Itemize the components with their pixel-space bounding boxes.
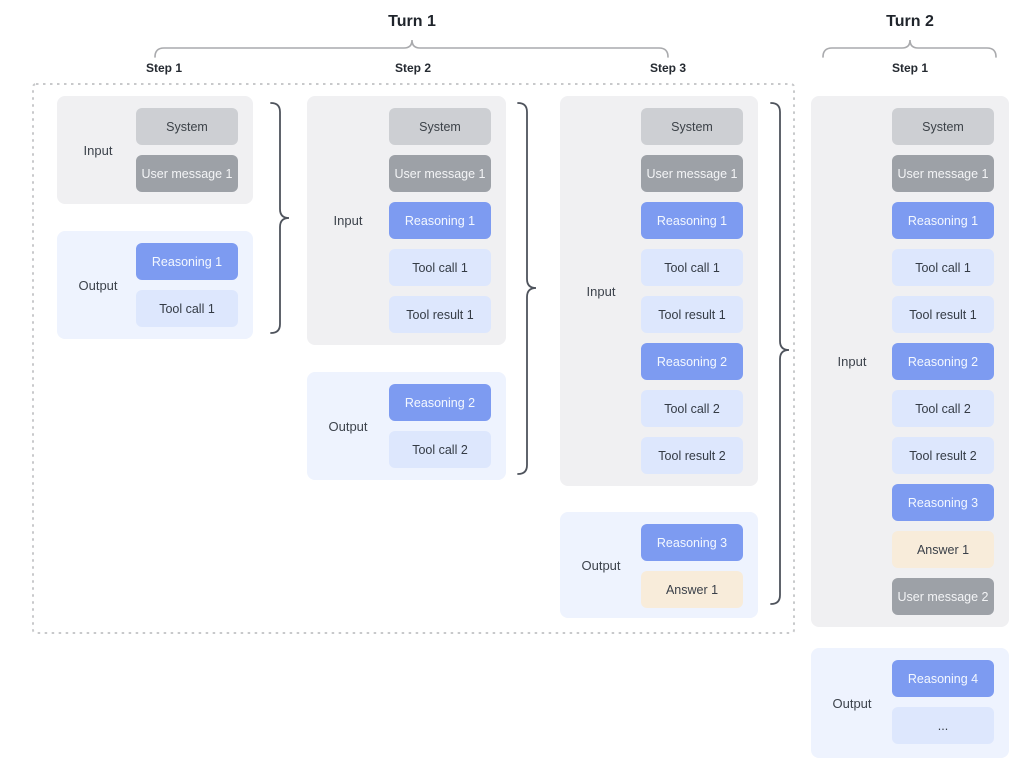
box-answer-1: Answer 1 <box>641 571 743 608</box>
turn1-step1-label: Step 1 <box>145 61 183 75</box>
box-tool-call-2: Tool call 2 <box>641 390 743 427</box>
box-tool-result-2: Tool result 2 <box>641 437 743 474</box>
box-tool-result-1: Tool result 1 <box>389 296 491 333</box>
input-label: Input <box>333 213 363 228</box>
box-tool-result-1: Tool result 1 <box>641 296 743 333</box>
turn1-step3-label: Step 3 <box>649 61 687 75</box>
box-tool-call-1: Tool call 1 <box>136 290 238 327</box>
turn2-title: Turn 2 <box>886 13 934 30</box>
input-box-list: System User message 1 <box>136 108 238 192</box>
output-label: Output <box>78 277 118 293</box>
box-user-message-1: User message 1 <box>389 155 491 192</box>
output-box-list: Reasoning 2 Tool call 2 <box>389 384 491 468</box>
input-label: Input <box>837 354 867 369</box>
box-system: System <box>641 108 743 145</box>
box-answer-1: Answer 1 <box>892 531 994 568</box>
turn2-top-brace <box>822 39 997 58</box>
box-tool-call-1: Tool call 1 <box>892 249 994 286</box>
step2-to-step3-brace <box>517 102 537 475</box>
box-user-message-1: User message 1 <box>136 155 238 192</box>
box-ellipsis: ... <box>892 707 994 744</box>
box-reasoning-1: Reasoning 1 <box>389 202 491 239</box>
input-box-list: System User message 1 Reasoning 1 Tool c… <box>892 108 994 615</box>
output-label: Output <box>581 557 621 573</box>
turn1-step2-output-panel: Output Reasoning 2 Tool call 2 <box>307 372 506 480</box>
box-reasoning-1: Reasoning 1 <box>641 202 743 239</box>
box-reasoning-2: Reasoning 2 <box>641 343 743 380</box>
turn1-step1-output-panel: Output Reasoning 1 Tool call 1 <box>57 231 253 339</box>
box-reasoning-3: Reasoning 3 <box>892 484 994 521</box>
box-reasoning-3: Reasoning 3 <box>641 524 743 561</box>
turn1-step3-output-panel: Output Reasoning 3 Answer 1 <box>560 512 758 618</box>
box-reasoning-1: Reasoning 1 <box>892 202 994 239</box>
turn2-step1-output-panel: Output Reasoning 4 ... <box>811 648 1009 758</box>
input-box-list: System User message 1 Reasoning 1 Tool c… <box>641 108 743 474</box>
input-label: Input <box>83 142 113 158</box>
output-label: Output <box>328 418 368 434</box>
box-reasoning-1: Reasoning 1 <box>136 243 238 280</box>
turn2-step1-label: Step 1 <box>891 61 929 75</box>
output-box-list: Reasoning 3 Answer 1 <box>641 524 743 608</box>
box-system: System <box>389 108 491 145</box>
box-system: System <box>892 108 994 145</box>
input-label: Input <box>586 283 616 299</box>
turn1-step1-input-panel: Input System User message 1 <box>57 96 253 204</box>
box-tool-result-1: Tool result 1 <box>892 296 994 333</box>
box-reasoning-2: Reasoning 2 <box>389 384 491 421</box>
box-user-message-1: User message 1 <box>641 155 743 192</box>
box-tool-call-1: Tool call 1 <box>389 249 491 286</box>
box-user-message-2: User message 2 <box>892 578 994 615</box>
box-tool-call-1: Tool call 1 <box>641 249 743 286</box>
turn1-step3-input-panel: Input System User message 1 Reasoning 1 … <box>560 96 758 486</box>
box-reasoning-4: Reasoning 4 <box>892 660 994 697</box>
input-box-list: System User message 1 Reasoning 1 Tool c… <box>389 108 491 333</box>
output-label: Output <box>832 695 872 711</box>
box-tool-call-2: Tool call 2 <box>389 431 491 468</box>
turn1-top-brace <box>154 39 669 58</box>
box-system: System <box>136 108 238 145</box>
output-box-list: Reasoning 1 Tool call 1 <box>136 243 238 327</box>
turn1-step2-input-panel: Input System User message 1 Reasoning 1 … <box>307 96 506 345</box>
turn1-title: Turn 1 <box>388 13 436 30</box>
turn1-step2-label: Step 2 <box>394 61 432 75</box>
output-box-list: Reasoning 4 ... <box>892 660 994 744</box>
step1-to-step2-brace <box>270 102 290 334</box>
box-tool-call-2: Tool call 2 <box>892 390 994 427</box>
step3-to-turn2-brace <box>770 102 790 605</box>
box-reasoning-2: Reasoning 2 <box>892 343 994 380</box>
box-user-message-1: User message 1 <box>892 155 994 192</box>
turn2-step1-input-panel: Input System User message 1 Reasoning 1 … <box>811 96 1009 627</box>
box-tool-result-2: Tool result 2 <box>892 437 994 474</box>
